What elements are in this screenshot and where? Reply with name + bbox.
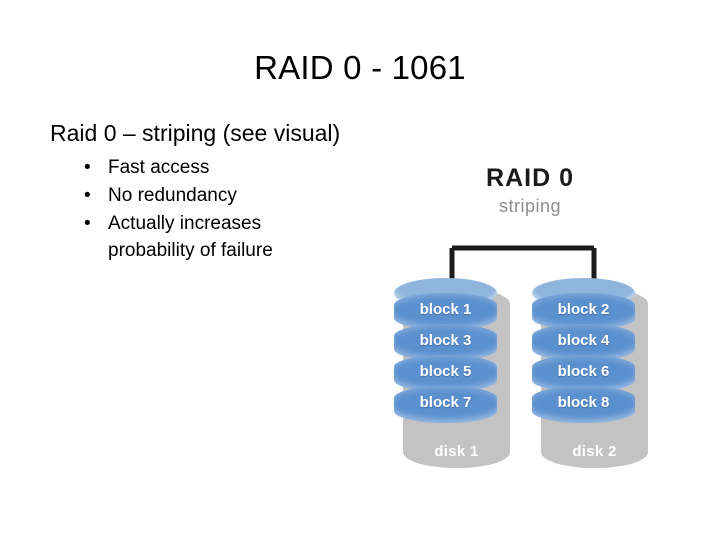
block-number: 4 (601, 332, 610, 349)
diagram-subtitle: striping (498, 196, 562, 216)
level2-bullet-list: • Fast access • No redundancy • Actually… (50, 154, 350, 264)
block-number: 7 (463, 394, 472, 411)
page-title: RAID 0 - 1061 (254, 49, 466, 86)
block-label: block 6 (532, 363, 635, 380)
disk-1-group: disk 1 block 1 block 3 (394, 278, 510, 468)
block-band: block 8 (532, 386, 635, 423)
bullet-icon: • (84, 185, 91, 206)
block-band: block 5 (394, 355, 497, 392)
disk-1-blocks: block 1 block 3 block 5 (394, 293, 497, 423)
block-word: block (419, 301, 459, 318)
bullet-icon: • (84, 157, 91, 178)
block-label: block 8 (532, 394, 635, 411)
raid0-diagram: RAID 0 striping disk 1 block 1 block (380, 152, 680, 482)
block-number: 1 (463, 301, 472, 318)
block-number: 5 (463, 363, 472, 380)
block-number: 2 (601, 301, 610, 318)
block-band: block 7 (394, 386, 497, 423)
block-word: block (419, 394, 459, 411)
block-band: block 2 (532, 293, 635, 330)
block-label: block 1 (394, 301, 497, 318)
disk-2-group: disk 2 block 2 block 4 (532, 278, 648, 468)
block-band: block 6 (532, 355, 635, 392)
disk-2-label: disk 2 (572, 443, 617, 460)
block-word: block (419, 363, 459, 380)
list-item-label: No redundancy (108, 185, 237, 206)
list-item: • Fast access (50, 154, 350, 181)
block-number: 8 (601, 394, 610, 411)
list-item: • No redundancy (50, 182, 350, 209)
disk-1-stack: block 1 block 3 block 5 (394, 278, 497, 446)
diagram-title: RAID 0 (486, 164, 574, 192)
block-label: block 2 (532, 301, 635, 318)
disk-1-label: disk 1 (434, 443, 479, 460)
block-word: block (419, 332, 459, 349)
list-item: • Actually increases probability of fail… (50, 210, 350, 264)
block-number: 6 (601, 363, 610, 380)
block-label: block 3 (394, 332, 497, 349)
content-body: Raid 0 – striping (see visual) • Fast ac… (50, 118, 350, 265)
block-band: block 3 (394, 324, 497, 361)
disk-2-blocks: block 2 block 4 block 6 (532, 293, 635, 423)
block-number: 3 (463, 332, 472, 349)
block-word: block (557, 394, 597, 411)
block-label: block 5 (394, 363, 497, 380)
level1-bullet: Raid 0 – striping (see visual) (50, 120, 341, 146)
bullet-icon: • (84, 213, 91, 234)
block-word: block (557, 363, 597, 380)
block-word: block (557, 332, 597, 349)
block-band: block 4 (532, 324, 635, 361)
disk-2-stack: block 2 block 4 block 6 (532, 278, 635, 446)
block-word: block (557, 301, 597, 318)
block-band: block 1 (394, 293, 497, 330)
block-label: block 4 (532, 332, 635, 349)
list-item-label: Fast access (108, 157, 210, 178)
list-item-label: Actually increases probability of failur… (108, 213, 273, 261)
block-label: block 7 (394, 394, 497, 411)
